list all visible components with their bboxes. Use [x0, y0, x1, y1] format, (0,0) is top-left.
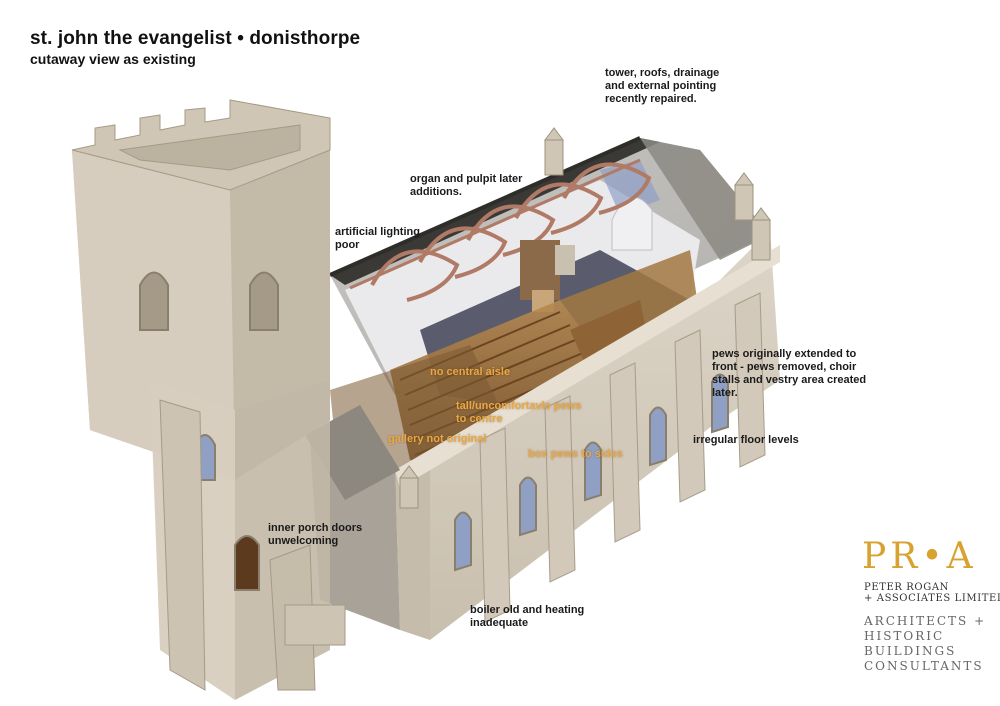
tower [71, 99, 346, 700]
annotation-pews-extended: pews originally extended to front - pews… [712, 348, 867, 399]
gable-pinnacles [399, 127, 771, 509]
annotation-porch-doors: inner porch doors unwelcoming [268, 522, 363, 547]
annotation-lighting: artificial lighting poor [335, 226, 420, 251]
interior-annotation-box-pews: box pews to sides [528, 448, 623, 460]
pra-logo-name: PETER ROGAN + ASSOCIATES LIMITED [864, 582, 1000, 604]
annotation-tower-roofs: tower, roofs, drainage and external poin… [605, 67, 720, 105]
annotation-floor-levels: irregular floor levels [693, 434, 799, 446]
organ-and-pulpit [520, 240, 575, 312]
annotation-boiler: boiler old and heating inadequate [470, 604, 585, 629]
interior-annotation-central-aisle: no central aisle [430, 366, 511, 378]
annotation-organ-pulpit: organ and pulpit later additions. [410, 173, 523, 198]
page-subtitle: cutaway view as existing [30, 51, 196, 67]
south-wall [395, 230, 780, 640]
page-title: st. john the evangelist • donisthorpe [30, 28, 361, 49]
pra-logo-tagline: ARCHITECTS + HISTORIC BUILDINGS CONSULTA… [864, 614, 987, 673]
interior-annotation-gallery: gallery not original [388, 433, 487, 445]
interior-annotation-tall-pews: tall/uncomfortavle pews to centre [456, 400, 582, 425]
pra-logo-mark: PR•A [862, 536, 977, 577]
